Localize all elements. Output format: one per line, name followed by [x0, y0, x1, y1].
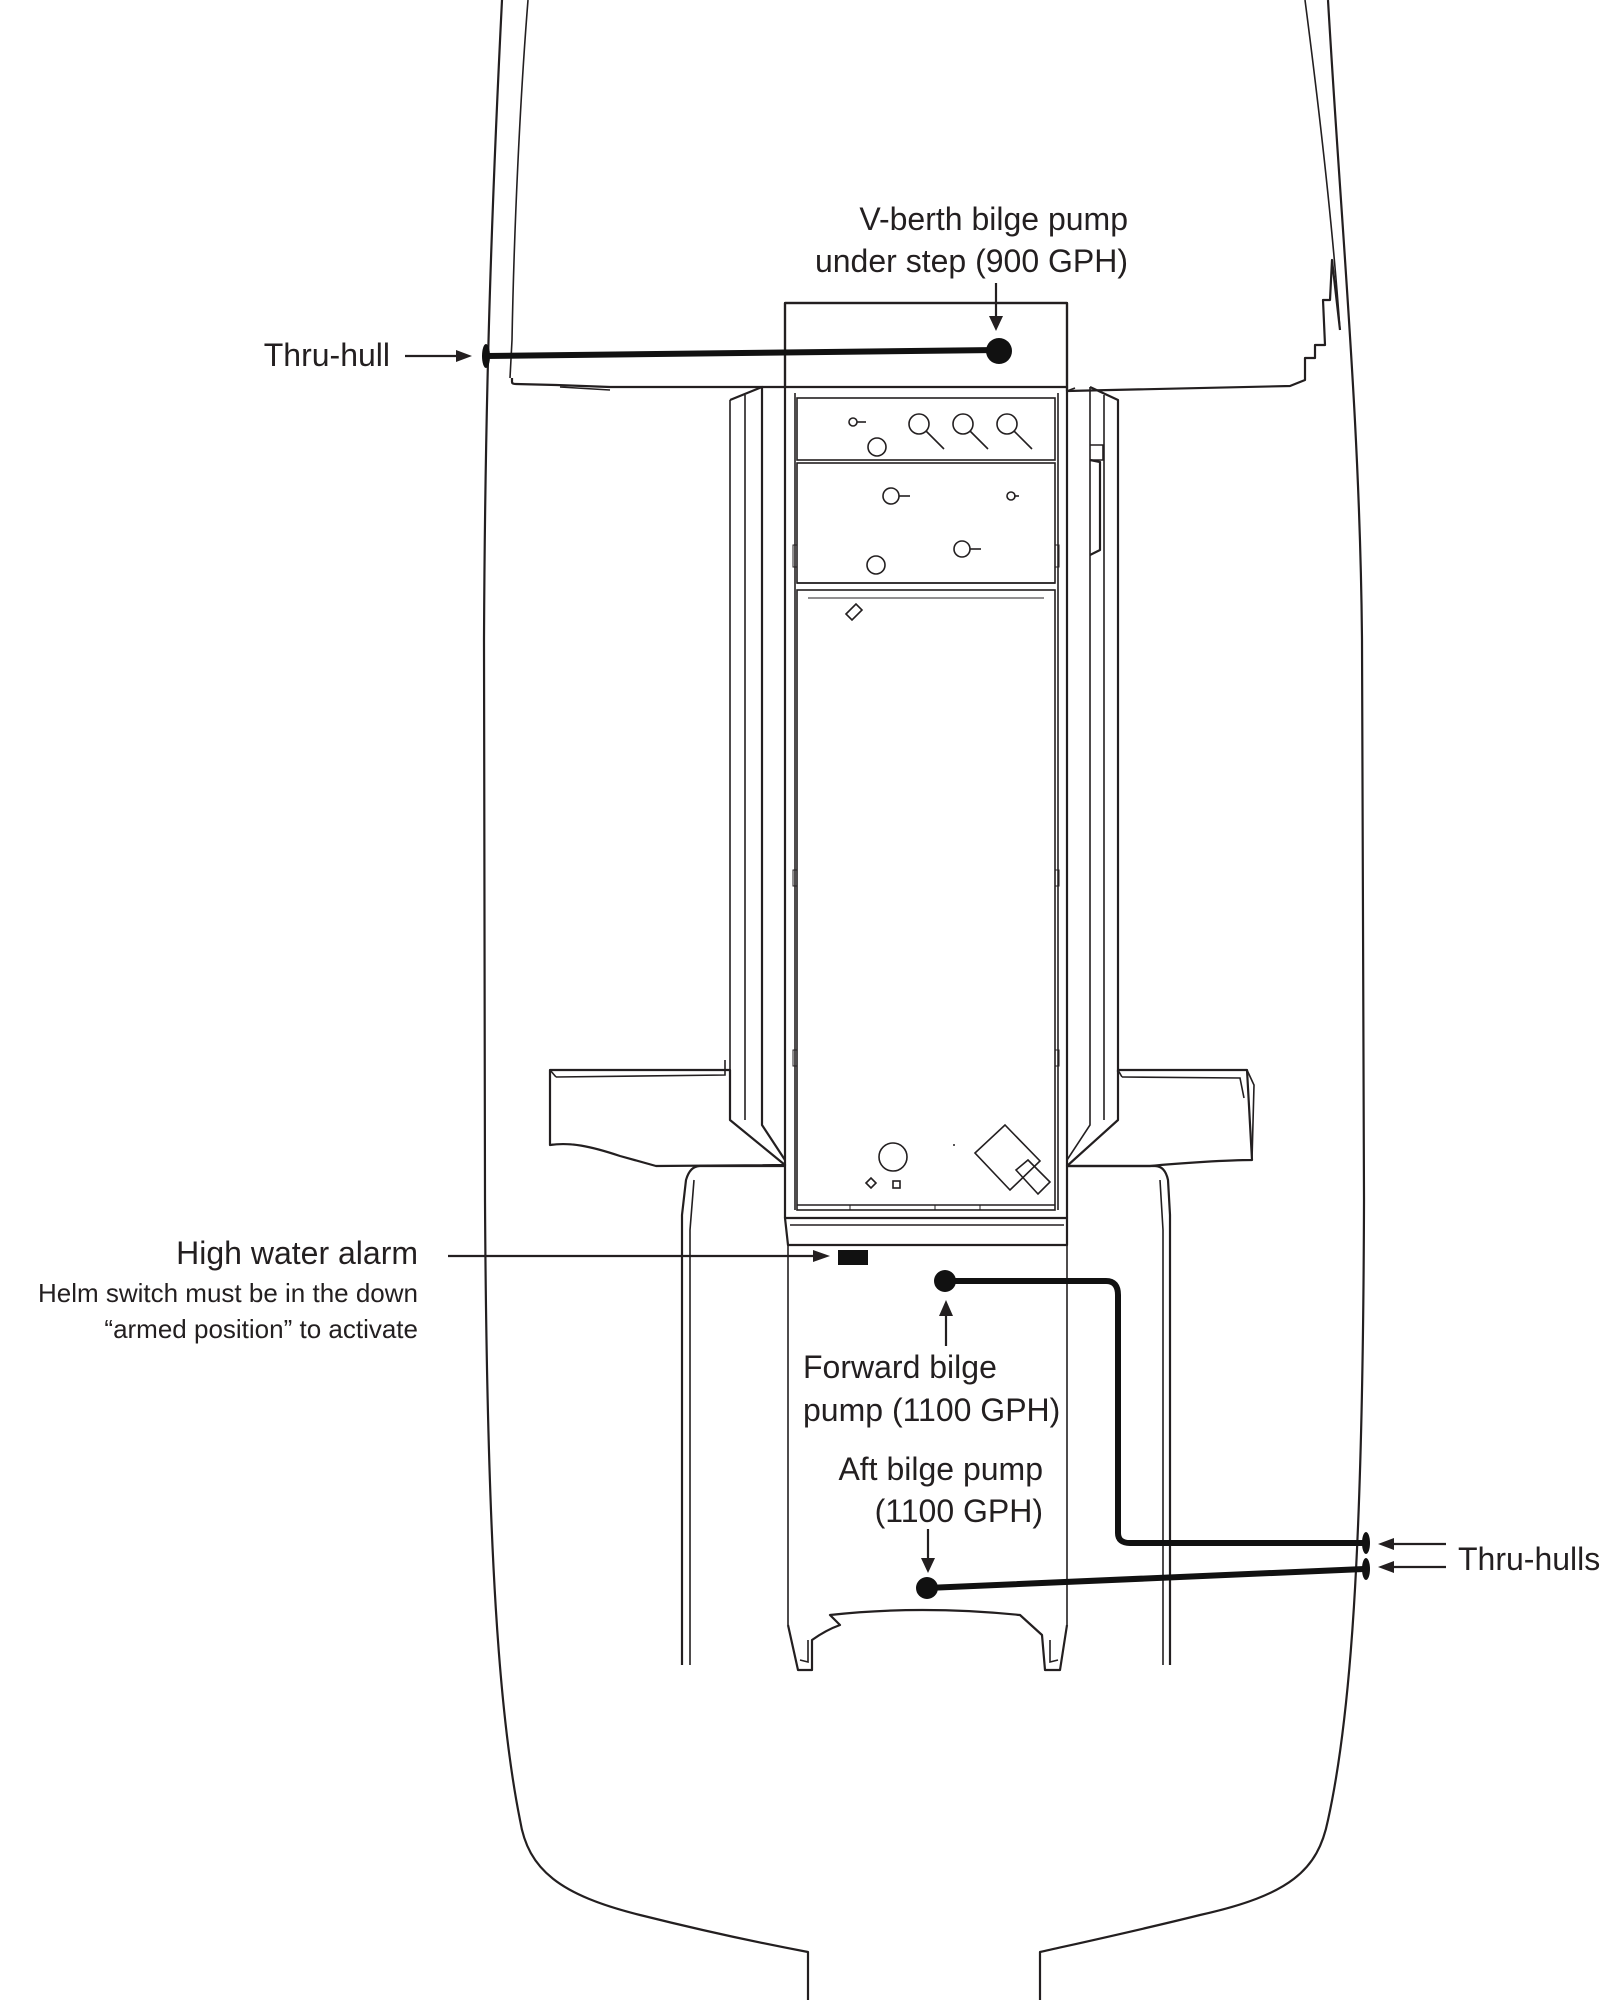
vberth-discharge-hose: [483, 347, 1001, 359]
v-berth-deck: [510, 258, 1342, 393]
alarm-note-line2: “armed position” to activate: [104, 1314, 418, 1344]
labels: V-berth bilge pump under step (900 GPH) …: [38, 201, 1600, 1577]
thru-hull-fitting-aft-upper: [1362, 1532, 1370, 1554]
vberth-pump-label-line1: V-berth bilge pump: [859, 201, 1128, 237]
high-water-alarm-switch: [838, 1250, 868, 1265]
high-water-alarm-label: High water alarm: [176, 1235, 418, 1271]
thru-hull-fitting-forward: [482, 344, 490, 368]
hull-outline: [482, 0, 1366, 2000]
forward-pump-label-line2: pump (1100 GPH): [803, 1392, 1060, 1428]
side-lockers: [548, 385, 1255, 1168]
aft-bilge-pump-marker: [916, 1577, 938, 1599]
aft-discharge-hose: [924, 1566, 1367, 1591]
thru-hull-label: Thru-hull: [264, 337, 390, 373]
alarm-note-line1: Helm switch must be in the down: [38, 1278, 418, 1308]
aft-pump-label-line1: Aft bilge pump: [838, 1451, 1043, 1487]
vberth-pump-label-line2: under step (900 GPH): [815, 243, 1128, 279]
callout-arrows: [405, 283, 1446, 1573]
forward-pump-label-line1: Forward bilge: [803, 1349, 997, 1385]
thru-hull-fitting-aft-lower: [1362, 1558, 1370, 1580]
forward-discharge-hose: [943, 1278, 1369, 1546]
aft-structure: [680, 1164, 1172, 1672]
forward-bilge-pump-marker: [934, 1270, 956, 1292]
vberth-bilge-pump-marker: [986, 338, 1012, 364]
aft-pump-label-line2: (1100 GPH): [875, 1493, 1043, 1529]
center-console: [783, 301, 1069, 1218]
pump-plumbing: [482, 338, 1370, 1599]
thru-hulls-label: Thru-hulls: [1458, 1541, 1600, 1577]
